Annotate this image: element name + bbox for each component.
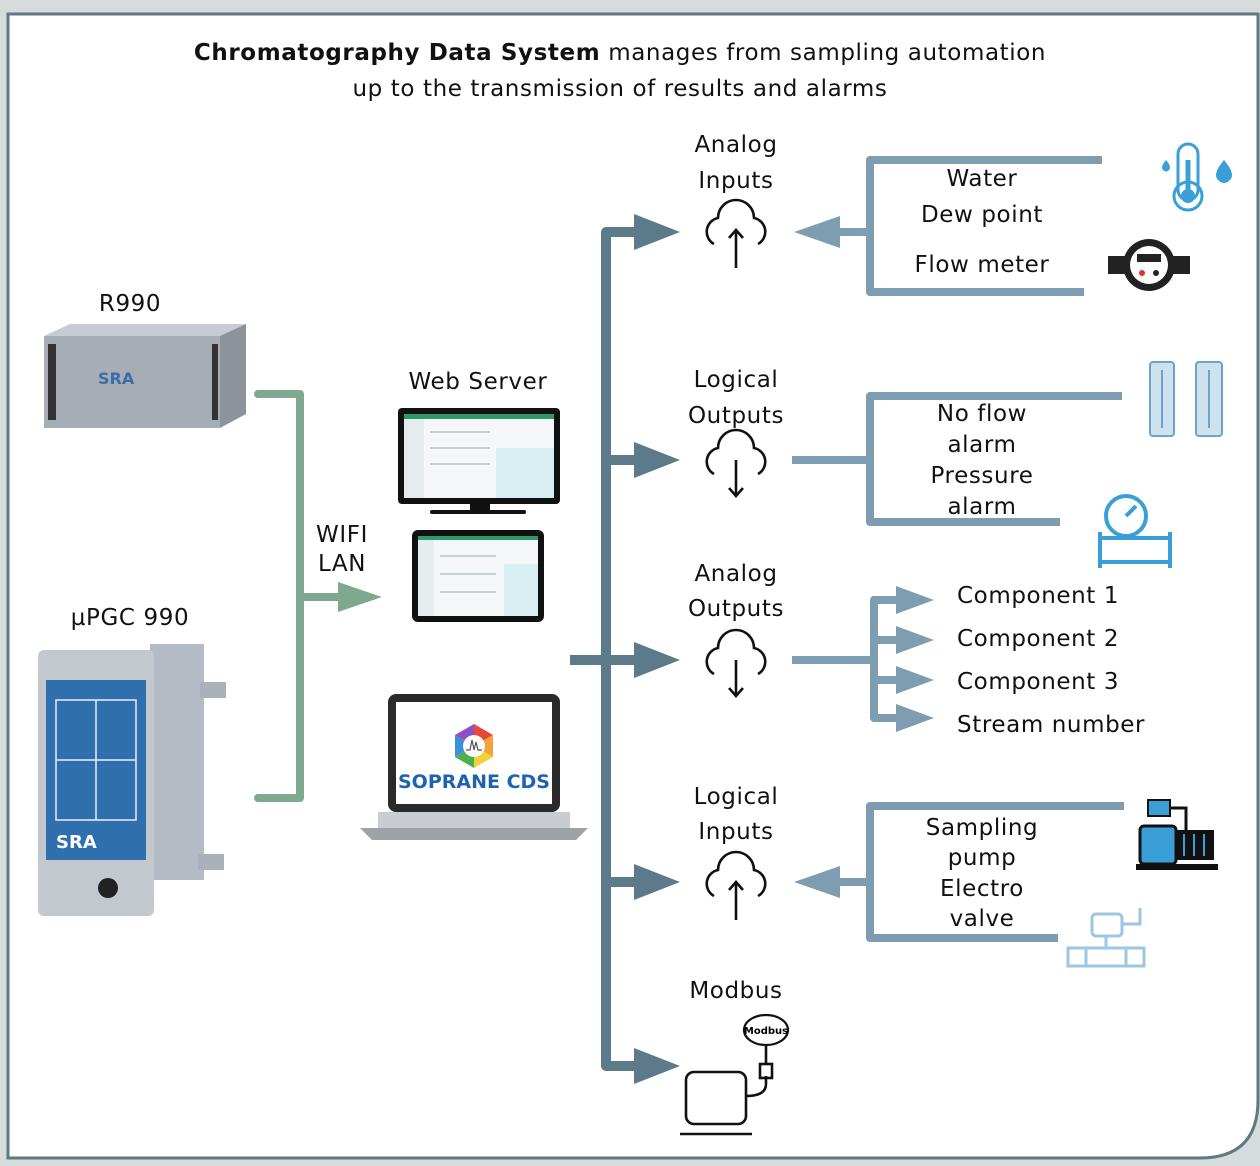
- modbus-badge: Modbus: [744, 1026, 788, 1037]
- pressure-alarm-label: Pressure alarm: [930, 463, 1034, 520]
- flow-tube-icon: [1149, 361, 1223, 437]
- wifi-label: WIFI: [316, 522, 368, 548]
- monitor-icon: [398, 408, 560, 514]
- network-arrow: [338, 582, 382, 612]
- sampling-pump-label: Sampling pump: [925, 815, 1039, 871]
- cloud-upload-icon: [705, 850, 767, 920]
- component-2-label: Component 2: [957, 626, 1120, 652]
- soprane-logo-icon: [455, 724, 493, 768]
- svg-text:SRA: SRA: [98, 369, 135, 388]
- electro-valve-label: Electro valve: [940, 876, 1024, 932]
- valve-icon: [1066, 908, 1146, 968]
- bus-arrowheads: [634, 214, 680, 1084]
- analog-inputs-label-1: Analog: [694, 132, 778, 158]
- svg-text:SRA: SRA: [56, 832, 97, 853]
- r990-label: R990: [98, 291, 162, 317]
- signal-arrowheads: [794, 216, 934, 898]
- signal-lines: [792, 156, 1124, 942]
- modbus-device-icon: [680, 1013, 790, 1136]
- main-panel: [6, 12, 1260, 1160]
- analog-outputs-label-1: Analog: [694, 561, 778, 587]
- logical-outputs-label-2: Outputs: [687, 403, 785, 429]
- dew-point-label: Dew point: [920, 202, 1044, 228]
- cloud-upload-icon: [705, 198, 767, 268]
- soprane-cds-label: SOPRANE CDS: [398, 771, 550, 793]
- upgc-device: SRA: [38, 644, 226, 916]
- component-3-label: Component 3: [957, 669, 1120, 695]
- component-1-label: Component 1: [957, 583, 1120, 609]
- water-label: Water: [946, 166, 1018, 192]
- flow-meter-icon: [1108, 239, 1190, 291]
- network-lines: [254, 390, 346, 802]
- pump-icon: [1136, 799, 1218, 870]
- logical-inputs-label-2: Inputs: [698, 819, 774, 845]
- thermometer-icon: [1162, 142, 1232, 212]
- upgc-label: µPGC 990: [70, 605, 190, 631]
- logical-inputs-label-1: Logical: [693, 784, 779, 810]
- main-bus: [570, 227, 636, 1071]
- lan-label: LAN: [317, 551, 367, 577]
- cloud-download-icon: [705, 428, 767, 498]
- no-flow-alarm-label: No flow alarm: [936, 401, 1028, 458]
- diagram-title: Chromatography Data System manages from …: [60, 36, 1180, 107]
- flow-meter-label: Flow meter: [914, 252, 1050, 278]
- title-rest: manages from sampling automation: [600, 40, 1047, 66]
- title-bold: Chromatography Data System: [193, 40, 601, 66]
- pressure-gauge-icon: [1098, 494, 1172, 568]
- web-server-label: Web Server: [408, 369, 548, 395]
- cloud-download-icon: [705, 628, 767, 698]
- tablet-icon: [412, 530, 544, 622]
- modbus-label: Modbus: [689, 978, 783, 1004]
- title-line2: up to the transmission of results and al…: [352, 75, 888, 102]
- stream-number-label: Stream number: [957, 712, 1146, 738]
- r990-device: SRA: [44, 324, 246, 428]
- analog-inputs-label-2: Inputs: [698, 168, 774, 194]
- logical-outputs-label-1: Logical: [693, 367, 779, 393]
- analog-outputs-label-2: Outputs: [687, 596, 785, 622]
